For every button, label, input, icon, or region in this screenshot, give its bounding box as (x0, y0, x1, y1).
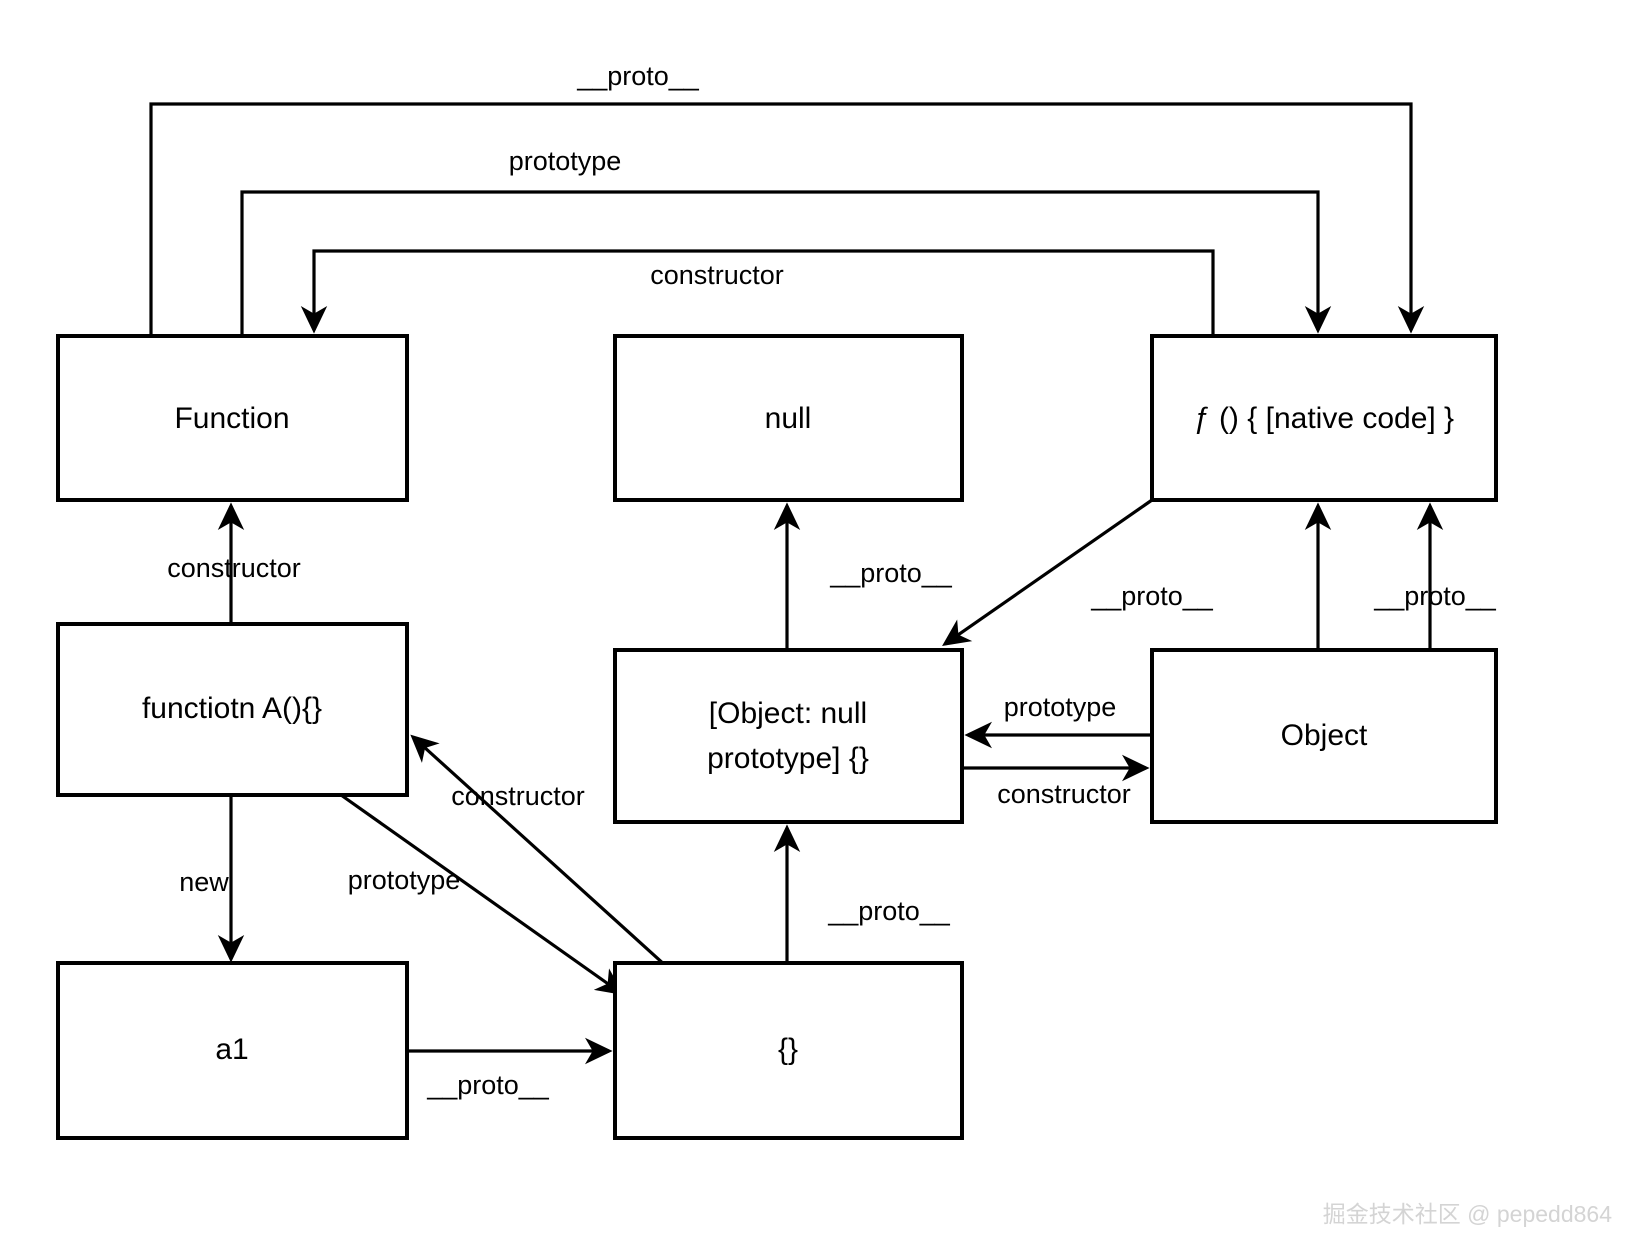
edge-proto-function-to-native (149, 102, 1425, 336)
node-a1-label: a1 (215, 1033, 248, 1066)
edge-label-proto-objnullproto-to-null: __proto__ (829, 558, 953, 588)
node-function[interactable]: Function (56, 334, 409, 502)
node-object-null-prototype[interactable]: [Object: null prototype] {} (613, 648, 964, 824)
node-native-code-label: ƒ () { [native code] } (1194, 402, 1454, 435)
edge-label-proto-native-to-objnullproto: __proto__ (1090, 581, 1214, 611)
node-function-label: Function (174, 402, 289, 435)
edge-constructor-native-to-function (300, 249, 1215, 336)
edge-label-proto-a1-to-emptyobj: __proto__ (426, 1070, 550, 1100)
edge-label-constructor-a-to-function: constructor (167, 553, 301, 583)
node-native-code-rect[interactable] (1150, 334, 1498, 502)
node-object-rect[interactable] (1150, 648, 1498, 824)
watermark: 掘金技术社区 @ pepedd864 (1322, 1201, 1612, 1227)
node-functiotn-a-rect[interactable] (56, 622, 409, 797)
node-a1-rect[interactable] (56, 961, 409, 1140)
edge-label-constructor-objnullproto-to-a: constructor (451, 781, 585, 811)
edge-prototype-a-to-emptyobj (340, 793, 624, 996)
node-null-rect[interactable] (613, 334, 964, 502)
edge-label-constructor-objnullproto-to-object: constructor (997, 779, 1131, 809)
edge-proto-native-to-objnullproto (942, 498, 1153, 647)
edge-label-proto-object-to-native-right: __proto__ (1373, 581, 1497, 611)
edge-label-new-a-to-a1: new (179, 867, 229, 897)
node-native-code[interactable]: ƒ () { [native code] } (1150, 334, 1498, 502)
edge-label-proto-function-to-native: __proto__ (576, 61, 700, 91)
edge-constructor-objnullproto-to-a (410, 734, 689, 987)
edge-prototype-function-to-native (240, 190, 1332, 336)
node-null[interactable]: null (613, 334, 964, 502)
edge-label-prototype-a-to-emptyobj: prototype (348, 865, 461, 895)
node-object-null-prototype-label-line1: [Object: null (709, 697, 867, 730)
node-object-null-prototype-rect[interactable] (613, 648, 964, 824)
node-functiotn-a-label: functiotn A(){} (142, 692, 322, 725)
node-a1[interactable]: a1 (56, 961, 409, 1140)
edge-label-constructor-native-to-function: constructor (650, 260, 784, 290)
node-object-label: Object (1281, 719, 1368, 752)
node-function-rect[interactable] (56, 334, 409, 502)
node-empty-object-rect[interactable] (613, 961, 964, 1140)
node-empty-object-label: {} (778, 1033, 798, 1066)
edge-label-proto-emptyobj-to-objnullproto: __proto__ (827, 896, 951, 926)
node-empty-object[interactable]: {} (613, 961, 964, 1140)
edge-label-prototype-function-to-native: prototype (509, 146, 622, 176)
node-functiotn-a[interactable]: functiotn A(){} (56, 622, 409, 797)
node-object-null-prototype-label-line2: prototype] {} (707, 742, 869, 775)
edge-label-prototype-object-to-objnullproto: prototype (1004, 692, 1117, 722)
node-null-label: null (765, 402, 812, 435)
node-object[interactable]: Object (1150, 648, 1498, 824)
